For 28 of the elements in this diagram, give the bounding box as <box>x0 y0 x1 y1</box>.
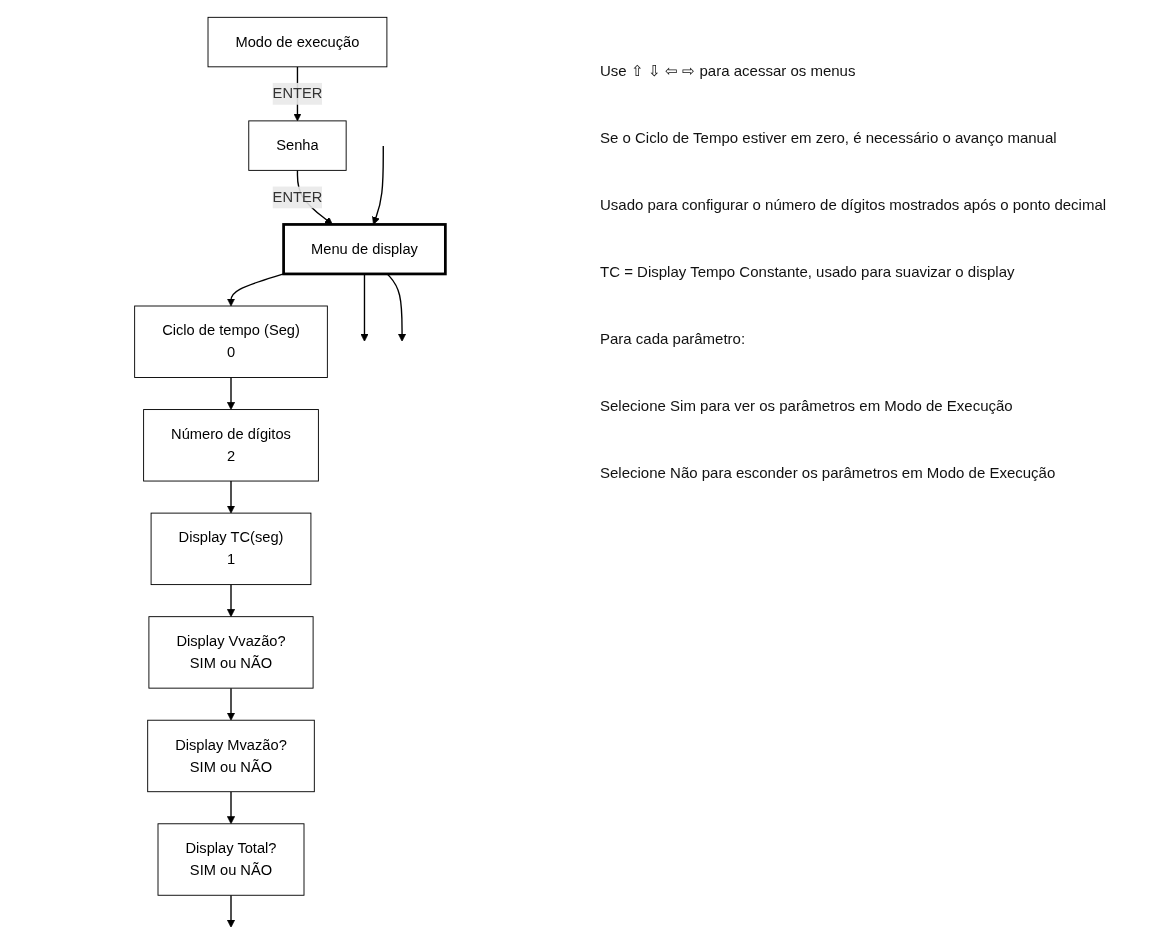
node-box: Display TC(seg) 1 <box>150 512 312 586</box>
node-box: Display Mvazão? SIM ou NÃO <box>147 719 315 793</box>
node-box: Modo de execução <box>207 16 388 68</box>
edge-label: ENTER <box>272 85 323 102</box>
node-box: Ciclo de tempo (Seg) 0 <box>134 305 328 378</box>
arrow <box>226 583 236 618</box>
node-box: Menu de display <box>282 223 447 276</box>
arrow <box>386 273 407 342</box>
note-text: Usado para configurar o número de dígitos mostrados após o ponto decimal <box>600 195 1108 215</box>
arrow <box>226 480 236 514</box>
arrow <box>360 273 369 342</box>
arrow <box>226 894 236 928</box>
node-box: Senha <box>248 120 347 171</box>
note-text: Use ⇧ ⇩ ⇦ ⇨ para acessar os menus <box>600 61 857 81</box>
node-box: Número de dígitos 2 <box>143 409 319 482</box>
note-text: TC = Display Tempo Constante, usado para suavizar o display <box>600 262 1016 282</box>
arrow <box>226 687 236 721</box>
arrow <box>226 791 236 825</box>
arrow <box>372 145 384 225</box>
note-text: Para cada parâmetro: <box>600 329 747 349</box>
arrow <box>226 273 285 307</box>
arrow <box>226 376 236 410</box>
note-text: Se o Ciclo de Tempo estiver em zero, é necessário o avanço manual <box>600 128 1058 148</box>
note-text: Selecione Não para esconder os parâmetros em Modo de Execução <box>600 463 1057 483</box>
note-text: Selecione Sim para ver os parâmetros em Modo de Execução <box>600 396 1014 416</box>
node-box: Display Total? SIM ou NÃO <box>157 823 305 896</box>
edge-label: ENTER <box>272 189 323 205</box>
node-box: Display Vvazão? SIM ou NÃO <box>148 616 314 689</box>
